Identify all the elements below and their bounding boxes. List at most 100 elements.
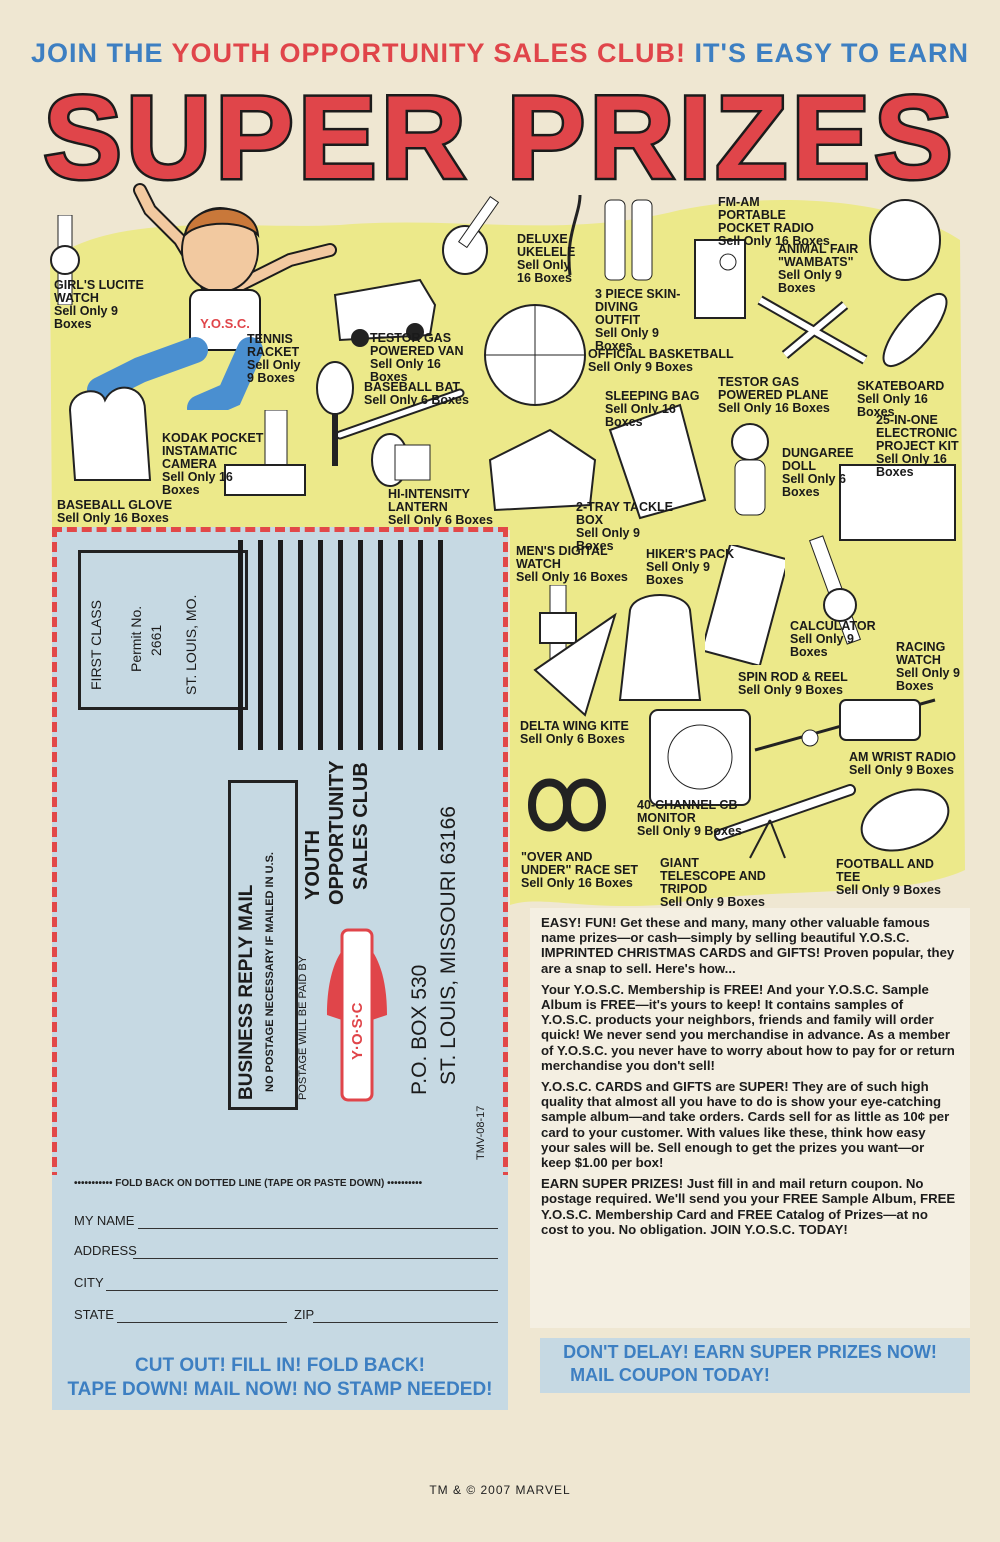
basketball-icon [484,304,586,406]
camera-icon [224,410,306,496]
permit-number: 2661 [148,624,164,656]
electronic-kit-icon [839,464,956,541]
coupon-cta-line-1: CUT OUT! FILL IN! FOLD BACK! [135,1355,425,1376]
yosc-logo: Y·O·S·C [327,928,387,1102]
right-cta-bg [540,1338,970,1393]
mascot-shirt-text: Y.O.S.C. [200,316,250,331]
coupon-cta-line-2: TAPE DOWN! MAIL NOW! NO STAMP NEEDED! [67,1379,493,1400]
club-name: YOUTH OPPORTUNITY SALES CLUB! [171,38,687,68]
copyright-footer: TM & © 2007 MARVEL [429,1483,571,1497]
business-reply-box [228,780,298,1110]
right-cta-line-1: DON'T DELAY! EARN SUPER PRIZES NOW! [563,1342,937,1362]
tennis-racket-icon [316,361,354,466]
zip-label: ZIP [294,1307,315,1322]
copy-paragraph-3: Y.O.S.C. CARDS and GIFTS are SUPER! They… [541,1079,950,1171]
name-field[interactable] [138,1228,498,1229]
hikers-pack-icon [618,594,702,701]
diving-gear-icon [567,194,653,281]
prize-label: ANIMAL FAIR "WAMBATS"Sell Only 9 Boxes [778,242,859,295]
name-label: MY NAME [74,1213,135,1228]
body-copy: EASY! FUN! Get these and many, many othe… [541,915,956,1243]
watch-icon [50,215,80,305]
mascot-illustration: Y.O.S.C. [87,183,337,410]
fold-text: FOLD BACK ON DOTTED LINE (TAPE OR PASTE … [115,1178,385,1189]
club-line-2: OPPORTUNITY [326,760,348,905]
cb-monitor-icon [649,709,751,806]
fold-line: ••••••••••• FOLD BACK ON DOTTED LINE (TA… [74,1178,423,1189]
club-line-1: YOUTH [302,830,324,900]
racing-watch-icon [808,535,862,645]
city-state-zip: ST. LOUIS, MISSOURI 63166 [437,806,460,1085]
ukulele-icon [442,195,500,275]
race-set-icon [527,778,607,832]
permit-label: Permit No. [128,605,144,672]
van-icon [333,278,437,347]
brm-title: BUSINESS REPLY MAIL [236,884,257,1100]
right-cta-line-2: MAIL COUPON TODAY! [570,1365,770,1385]
state-label: STATE [74,1307,114,1322]
headline-suffix: IT'S EASY TO EARN [686,38,970,68]
brm-subtitle: NO POSTAGE NECESSARY IF MAILED IN U.S. [264,852,276,1092]
skateboard-icon [882,293,948,367]
headline: JOIN THE YOUTH OPPORTUNITY SALES CLUB! I… [0,38,1000,69]
copy-panel [530,908,970,1328]
city-label: CITY [74,1275,104,1290]
telescope-icon [714,784,856,859]
digital-watch-icon [539,585,577,670]
state-field[interactable] [117,1322,287,1323]
baseball-bat-icon [335,388,465,440]
club-line-3: SALES CLUB [350,762,372,890]
headline-prefix: JOIN THE [30,38,172,68]
airplane-icon [757,295,868,365]
permit-box [78,550,248,710]
address-field[interactable] [133,1258,498,1259]
wrist-radio-icon [839,699,921,741]
pocket-radio-icon [694,239,746,319]
big-title-text: SUPER PRIZES [43,72,957,200]
sleeping-bag-icon [608,403,707,520]
football-icon [860,788,950,852]
zip-field[interactable] [313,1322,498,1323]
address-label: ADDRESS [74,1243,137,1258]
copy-paragraph-4: EARN SUPER PRIZES! Just fill in and mail… [541,1176,956,1237]
coupon-form-area [52,1175,508,1350]
permit-city: ST. LOUIS, MO. [183,594,199,695]
coupon-code: TMV-08-17 [475,1105,487,1160]
city-field[interactable] [106,1290,498,1291]
copy-paragraph-2: Your Y.O.S.C. Membership is FREE! And yo… [541,981,955,1073]
baseball-glove-icon [68,386,152,481]
lantern-icon [371,433,431,487]
postage-note: POSTAGE WILL BE PAID BY [297,955,309,1100]
coupon-cta-bg [52,1350,508,1410]
calculator-icon [705,545,785,665]
copy-paragraph-1: EASY! FUN! Get these and many, many othe… [541,915,955,976]
permit-class: FIRST CLASS [88,600,104,690]
po-box: P.O. BOX 530 [408,964,431,1095]
wambat-plush-icon [869,199,941,281]
club-block: YOUTH [302,830,324,900]
